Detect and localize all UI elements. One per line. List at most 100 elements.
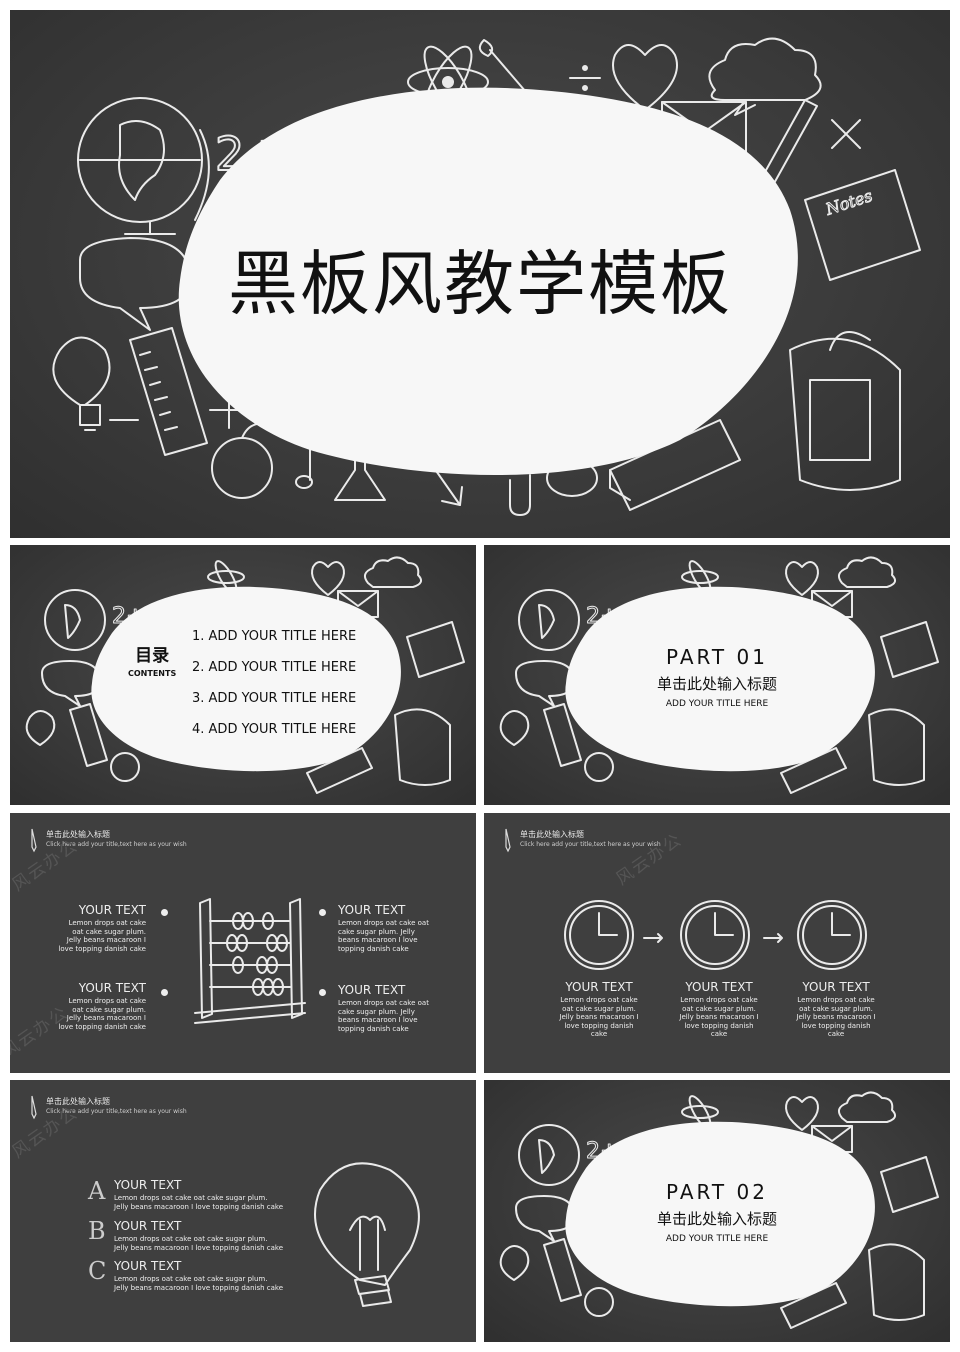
bullet-dot	[161, 989, 168, 996]
part-label: PART 02	[666, 1180, 768, 1204]
text-title: YOUR TEXT	[338, 903, 406, 917]
heart-icon	[785, 1096, 819, 1131]
clock-icon	[680, 900, 750, 970]
clock-slide[interactable]: 单击此处输入标题 Click here add your title,text …	[484, 813, 950, 1073]
part2-slide[interactable]: 2+2= PART 02 单击此处输入标题 ADD YOUR TITLE HER…	[484, 1080, 950, 1342]
chalk-smear	[82, 573, 412, 773]
lightbulb-icon	[314, 1162, 420, 1307]
letter-a-icon: A	[88, 1177, 106, 1205]
text-title: YOUR TEXT	[565, 980, 633, 994]
toc-slide[interactable]: 2+2= 目录 CONTENTS 1. ADD YOUR TITLE HERE …	[10, 545, 476, 805]
bullet-dot	[319, 909, 326, 916]
chalk-smear	[160, 60, 820, 490]
backpack-icon	[789, 331, 901, 491]
text-block: YOUR TEXT Lemon drops oat cake oat cake …	[56, 981, 146, 1031]
header-title[interactable]: 单击此处输入标题	[46, 830, 110, 839]
ruler-icon	[69, 703, 108, 767]
text-block: YOUR TEXT Lemon drops oat cake oat cake …	[114, 1259, 284, 1292]
arrow-icon	[643, 933, 663, 943]
cover-title: 黑板风教学模板	[228, 243, 732, 325]
pen-icon	[505, 828, 511, 853]
text-body: Lemon drops oat cake oat cake sugar plum…	[114, 1275, 284, 1292]
globe-icon	[518, 1124, 580, 1186]
cloud-icon	[837, 556, 897, 588]
heart-icon	[785, 561, 819, 596]
ruler-icon	[543, 703, 582, 767]
header-subtitle: Click here add your title,text here as y…	[46, 1108, 187, 1115]
part-title[interactable]: 单击此处输入标题	[656, 1210, 777, 1228]
header-title[interactable]: 单击此处输入标题	[46, 1097, 110, 1106]
toc-item[interactable]: 3. ADD YOUR TITLE HERE	[192, 691, 357, 706]
cover-slide[interactable]: 2+2= Notes 黑板风教学模板	[10, 10, 950, 538]
ruler-icon	[543, 1238, 582, 1302]
heart-icon	[311, 561, 345, 596]
arrow-icon	[763, 933, 783, 943]
text-title: YOUR TEXT	[685, 980, 753, 994]
pen-icon	[31, 1095, 37, 1120]
cloud-icon	[837, 1091, 897, 1123]
toc-heading-cn: 目录	[135, 646, 170, 666]
lightbulb-icon	[499, 1245, 530, 1281]
notebook-icon	[880, 1156, 939, 1213]
pen-icon	[31, 828, 37, 853]
backpack-icon	[868, 1243, 925, 1321]
toc-item[interactable]: 2. ADD YOUR TITLE HERE	[192, 660, 357, 675]
text-title: YOUR TEXT	[114, 1219, 182, 1233]
part-block: PART 02 单击此处输入标题 ADD YOUR TITLE HERE	[484, 1180, 950, 1244]
chalk-smear	[556, 573, 886, 773]
clock-row	[564, 900, 867, 970]
notebook-icon	[880, 621, 939, 678]
text-body: Lemon drops oat cake oat cake sugar plum…	[796, 996, 876, 1038]
text-block: YOUR TEXT Lemon drops oat cake oat cake …	[556, 980, 642, 1039]
heart-icon	[612, 44, 678, 111]
abacus-slide[interactable]: 单击此处输入标题 Click here add your title,text …	[10, 813, 476, 1073]
text-body: Lemon drops oat cake oat cake sugar plum…	[338, 999, 429, 1033]
divide-icon	[569, 65, 601, 91]
plus-icon	[831, 119, 861, 149]
ruler-icon	[129, 327, 208, 456]
toc-item[interactable]: 1. ADD YOUR TITLE HERE	[192, 629, 357, 644]
text-title: YOUR TEXT	[338, 983, 406, 997]
text-body: Lemon drops oat cake oat cake sugar plum…	[338, 919, 429, 953]
part-subtitle: ADD YOUR TITLE HERE	[665, 699, 769, 709]
header-subtitle: Click here add your title,text here as y…	[520, 841, 661, 848]
header-title[interactable]: 单击此处输入标题	[520, 830, 584, 839]
apple-icon	[110, 752, 140, 782]
chalk-smear	[556, 1108, 886, 1308]
text-block: YOUR TEXT Lemon drops oat cake oat cake …	[338, 983, 430, 1033]
text-title: YOUR TEXT	[78, 981, 146, 995]
text-block: YOUR TEXT Lemon drops oat cake oat cake …	[676, 980, 762, 1039]
letter-c-icon: C	[88, 1257, 107, 1285]
apple-icon	[584, 752, 614, 782]
apple-icon	[584, 1287, 614, 1317]
cloud-icon	[363, 556, 423, 588]
text-body: Lemon drops oat cake oat cake sugar plum…	[114, 1194, 284, 1211]
globe-icon	[77, 97, 210, 235]
toc-item[interactable]: 4. ADD YOUR TITLE HERE	[192, 722, 357, 737]
bullet-dot	[161, 909, 168, 916]
part1-slide[interactable]: 2+2= PART 01 单击此处输入标题 ADD YOUR TITLE HER…	[484, 545, 950, 805]
part-subtitle: ADD YOUR TITLE HERE	[665, 1234, 769, 1244]
clock-icon	[797, 900, 867, 970]
letter-b-icon: B	[88, 1217, 106, 1245]
text-block: YOUR TEXT Lemon drops oat cake oat cake …	[114, 1178, 284, 1211]
globe-icon	[44, 589, 106, 651]
text-title: YOUR TEXT	[78, 903, 146, 917]
text-block: YOUR TEXT Lemon drops oat cake oat cake …	[793, 980, 879, 1039]
lightbulb-icon	[52, 336, 111, 431]
toc-heading: 目录 CONTENTS	[128, 641, 176, 678]
lightbulb-icon	[25, 710, 56, 746]
backpack-icon	[394, 708, 451, 786]
bullet-dot	[319, 989, 326, 996]
clock-icon	[564, 900, 634, 970]
part-label: PART 01	[666, 645, 768, 669]
text-body: Lemon drops oat cake oat cake sugar plum…	[679, 996, 759, 1038]
backpack-icon	[868, 708, 925, 786]
text-body: Lemon drops oat cake oat cake sugar plum…	[58, 919, 146, 953]
header-subtitle: Click here add your title,text here as y…	[46, 841, 187, 848]
text-title: YOUR TEXT	[114, 1178, 182, 1192]
bulb-slide[interactable]: 单击此处输入标题 Click here add your title,text …	[10, 1080, 476, 1342]
part-title[interactable]: 单击此处输入标题	[656, 675, 777, 693]
notebook-icon	[406, 621, 465, 678]
toc-heading-en: CONTENTS	[128, 669, 177, 678]
